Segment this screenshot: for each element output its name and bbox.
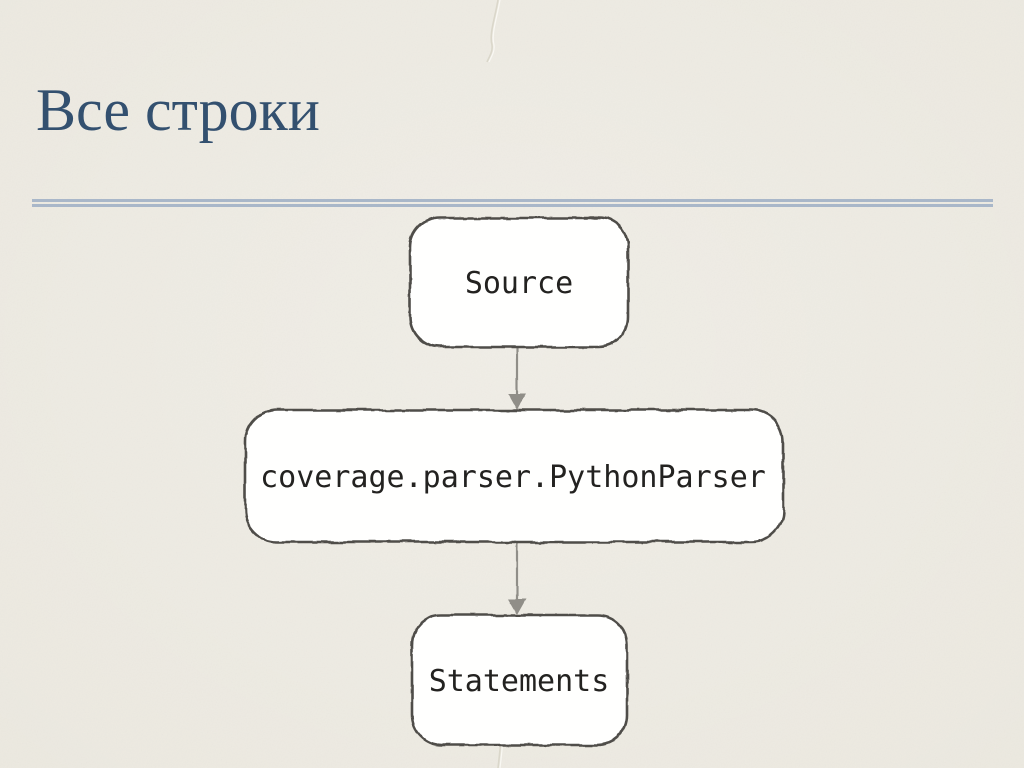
- edge-parser-to-statements: [508, 543, 526, 615]
- node-parser-label: coverage.parser.PythonParser: [260, 460, 766, 495]
- title-divider: [32, 199, 993, 207]
- paper-crease-top: [486, 0, 501, 63]
- arrow-down-icon: [508, 599, 526, 615]
- node-source: Source: [408, 216, 630, 349]
- node-statements-label: Statements: [429, 664, 610, 699]
- node-source-box: [408, 216, 630, 349]
- node-statements: Statements: [410, 613, 629, 747]
- slide-title: Все строки: [36, 77, 320, 143]
- edge-source-to-parser: [508, 348, 526, 410]
- node-parser: coverage.parser.PythonParser: [243, 408, 785, 544]
- node-parser-box: [243, 408, 785, 544]
- arrow-down-icon: [508, 394, 526, 410]
- node-statements-box: [410, 613, 629, 747]
- node-source-label: Source: [465, 266, 573, 301]
